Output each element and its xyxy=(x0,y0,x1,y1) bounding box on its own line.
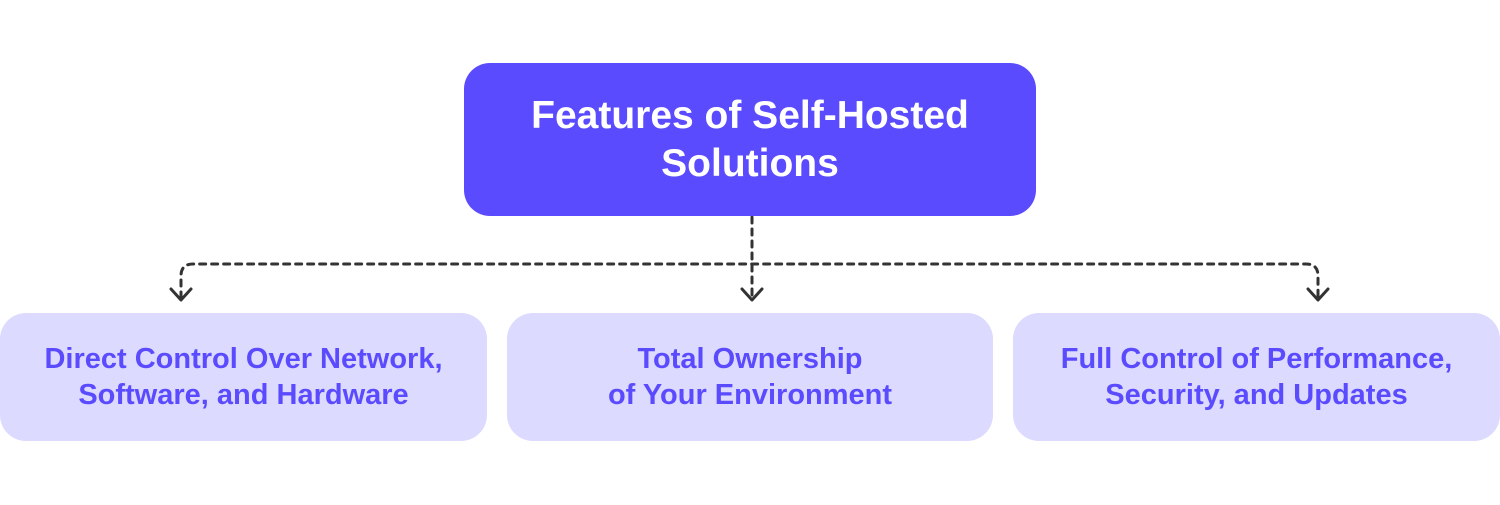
child-node-ownership: Total Ownership of Your Environment xyxy=(507,313,993,441)
arrowhead-child-2 xyxy=(1306,287,1330,302)
root-node: Features of Self-Hosted Solutions xyxy=(464,63,1036,216)
child-node-network-control: Direct Control Over Network, Software, a… xyxy=(0,313,487,441)
arrowhead-child-1 xyxy=(740,287,764,302)
arrowhead-child-0 xyxy=(169,287,193,302)
connector-bus xyxy=(179,262,1320,300)
child-node-label: Full Control of Performance, Security, a… xyxy=(1060,343,1453,411)
child-node-performance-control: Full Control of Performance, Security, a… xyxy=(1013,313,1500,441)
root-node-label: Features of Self-Hosted Solutions xyxy=(531,93,969,185)
child-node-label: Total Ownership of Your Environment xyxy=(607,343,893,411)
child-node-label: Direct Control Over Network, Software, a… xyxy=(44,343,443,411)
